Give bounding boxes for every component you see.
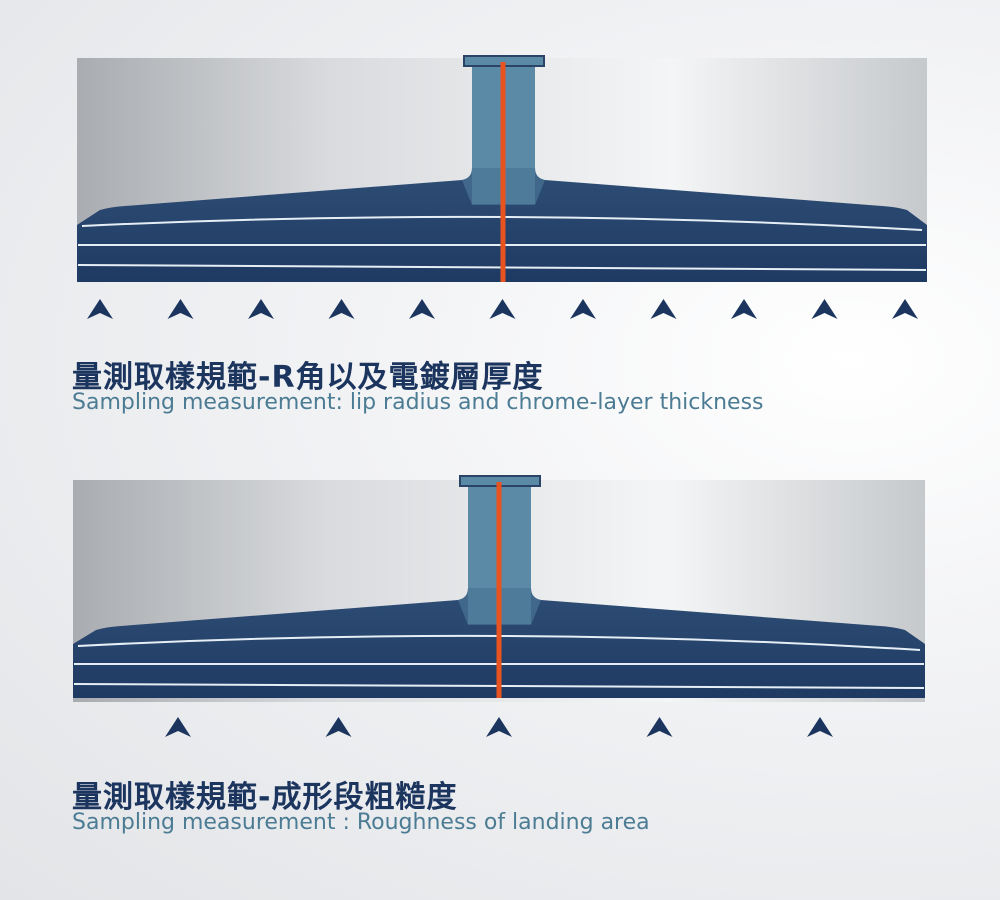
sample-arrow-icon <box>167 299 194 319</box>
sample-arrow-icon <box>892 299 918 319</box>
diagram-title-cn: 量測取樣規範-成形段粗糙度 <box>72 780 458 815</box>
die-diagram-2 <box>73 475 925 737</box>
sample-arrow-icon <box>165 717 191 737</box>
sample-arrow-icon <box>486 717 512 737</box>
sample-arrow-icon <box>650 299 677 319</box>
sample-arrows <box>165 717 833 737</box>
diagram-panel-1: 量測取樣規範-R角以及電鍍層厚度 Sampling measurement: l… <box>0 0 1000 440</box>
diagram-panel-2: 量測取樣規範-成形段粗糙度 Sampling measurement : Rou… <box>0 440 1000 900</box>
sample-arrow-icon <box>409 299 435 319</box>
sample-arrows <box>87 299 918 319</box>
sample-arrow-icon <box>328 299 355 319</box>
sample-arrow-icon <box>325 717 352 737</box>
sample-arrow-icon <box>570 299 596 319</box>
sample-arrow-icon <box>811 299 838 319</box>
die-diagram-1 <box>77 55 927 319</box>
diagram-title-en: Sampling measurement: lip radius and chr… <box>72 390 764 415</box>
diagram-title-en: Sampling measurement : Roughness of land… <box>72 810 650 835</box>
sample-arrow-icon <box>646 717 673 737</box>
sample-arrow-icon <box>807 717 833 737</box>
sample-arrow-icon <box>489 299 516 319</box>
diagram-title-cn: 量測取樣規範-R角以及電鍍層厚度 <box>72 360 544 395</box>
sample-arrow-icon <box>248 299 274 319</box>
sample-arrow-icon <box>731 299 757 319</box>
sample-arrow-icon <box>87 299 113 319</box>
